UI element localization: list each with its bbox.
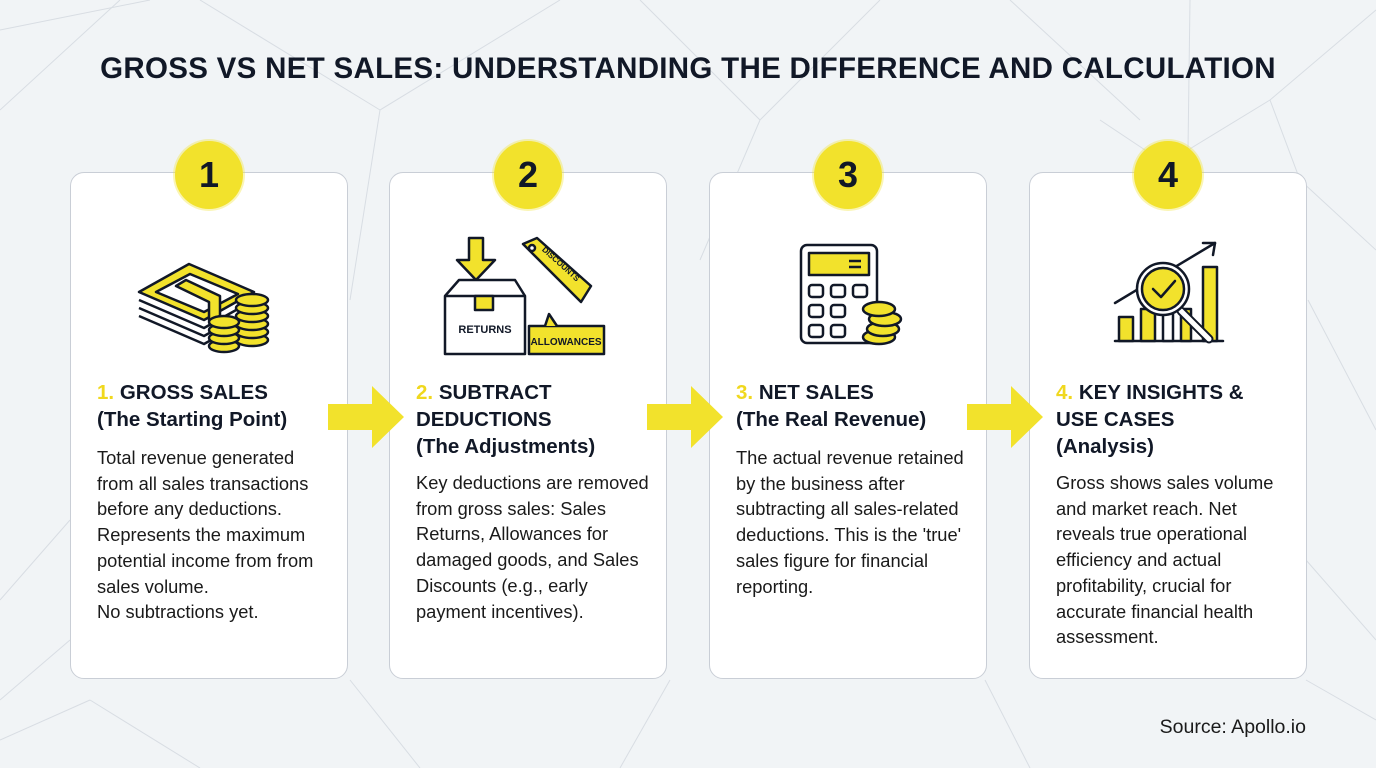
returns-box-discount-tag-icon: RETURNS ALLOWANCES DISCOUNTS xyxy=(443,236,605,356)
step-heading: 2. SUBTRACT DEDUCTIONS (The Adjustments) xyxy=(416,381,596,458)
step-number: 3. xyxy=(736,381,754,404)
step-heading: 4. KEY INSIGHTS & USE CASES (Analysis) xyxy=(1056,381,1244,458)
source-attribution: Source: Apollo.io xyxy=(1159,716,1306,738)
step-description: Gross shows sales volume and market reac… xyxy=(1056,472,1274,648)
step-card-gross-sales: 1 1. xyxy=(70,141,348,679)
flow-arrow-icon xyxy=(967,386,1043,448)
flow-arrow-icon xyxy=(647,386,723,448)
chart-magnifier-check-icon xyxy=(1113,241,1224,343)
step-heading: 1. GROSS SALES (The Starting Point) xyxy=(97,381,288,431)
step-description: Total revenue generated from all sales t… xyxy=(97,447,314,623)
svg-text:RETURNS: RETURNS xyxy=(458,324,511,336)
step-number: 2. xyxy=(416,381,434,404)
step-card-key-insights: 4 4. KEY INSIGHTS & USE CASES (Ana xyxy=(1029,141,1307,679)
step-badge: 4 xyxy=(1134,141,1202,209)
svg-text:ALLOWANCES: ALLOWANCES xyxy=(530,337,601,348)
page-title: GROSS VS NET SALES: UNDERSTANDING THE DI… xyxy=(100,52,1276,85)
calculator-coins-icon xyxy=(799,243,903,346)
step-heading: 3. NET SALES (The Real Revenue) xyxy=(736,381,927,431)
flow-arrow-icon xyxy=(328,386,404,448)
step-badge: 2 xyxy=(494,141,562,209)
step-badge: 3 xyxy=(814,141,882,209)
step-number: 4. xyxy=(1056,381,1074,404)
step-description: The actual revenue retained by the busin… xyxy=(736,447,964,597)
step-card-net-sales: 3 3. NET SALES (The xyxy=(709,141,987,679)
money-stack-coins-icon xyxy=(137,262,270,354)
step-description: Key deductions are removed from gross sa… xyxy=(416,472,649,622)
step-card-subtract-deductions: 2 RETURNS ALLOWANCES DISCOUNTS 2. SUBTRA… xyxy=(389,141,667,679)
step-number: 1. xyxy=(97,381,115,404)
step-badge: 1 xyxy=(175,141,243,209)
